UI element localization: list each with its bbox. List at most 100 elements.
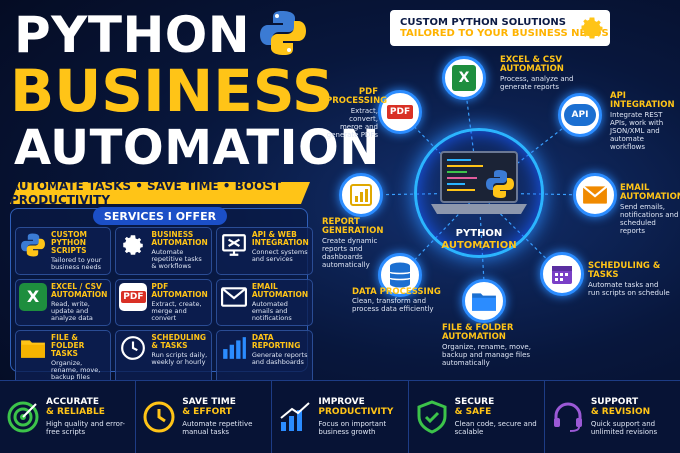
headset-icon xyxy=(553,402,582,432)
benefit-desc: High quality and error-free scripts xyxy=(46,419,125,436)
service-title-2: AUTOMATION xyxy=(51,289,108,299)
banner-line-1: CUSTOM PYTHON SOLUTIONS xyxy=(400,17,566,28)
service-title: CUSTOM PYTHON xyxy=(51,230,87,247)
shield-check-icon xyxy=(417,400,447,434)
benefit-title: IMPROVE xyxy=(318,397,365,408)
node-email xyxy=(573,173,617,217)
node-data-processing xyxy=(378,253,422,297)
title-automation: AUTOMATION xyxy=(14,120,380,176)
service-title: FILE & FOLDER xyxy=(51,333,85,350)
node-desc: Extract, convert, merge and generate PDF… xyxy=(326,106,378,139)
node-desc: Send emails, notifications and scheduled… xyxy=(620,202,679,235)
node-title: FILE & FOLDER AUTOMATION xyxy=(442,323,514,343)
solutions-banner: CUSTOM PYTHON SOLUTIONS TAILORED TO YOUR… xyxy=(390,10,610,46)
service-title-2: AUTOMATION xyxy=(251,289,309,299)
benefit-desc: Focus on important business growth xyxy=(318,419,387,436)
tools-monitor-icon xyxy=(220,231,248,259)
node-report xyxy=(339,173,383,217)
title-business: BUSINESS xyxy=(10,57,334,125)
envelope-icon xyxy=(582,185,608,204)
label-report: REPORT GENERATION Create dynamic reports… xyxy=(322,217,396,269)
service-title: EXCEL / CSV xyxy=(51,281,102,291)
folder-icon xyxy=(472,293,496,311)
excel-icon: X xyxy=(19,282,47,311)
service-title: SCHEDULING xyxy=(151,333,207,343)
benefit-desc: Clean code, secure and scalable xyxy=(454,419,537,436)
label-email: EMAIL AUTOMATION Send emails, notificati… xyxy=(620,183,680,235)
node-excel-csv: X xyxy=(442,56,486,100)
center-line-2: AUTOMATION xyxy=(441,239,517,251)
benefit-save-time: SAVE TIME& EFFORT Automate repetitive man… xyxy=(136,381,273,453)
python-logo-icon xyxy=(260,11,306,55)
node-desc: Integrate REST APIs, work with JSON/XML … xyxy=(610,110,664,151)
benefit-accurate: ACCURATE& RELIABLE High quality and error… xyxy=(0,381,137,453)
service-desc: Tailored to your business needs xyxy=(51,255,102,271)
service-desc: Automated emails and notifications xyxy=(251,299,292,322)
gear-icon xyxy=(119,231,147,259)
slogan-bar: AUTOMATE TASKS • SAVE TIME • BOOST PRODU… xyxy=(10,182,310,204)
node-title: DATA PROCESSING xyxy=(352,287,441,297)
title-python: PYTHON xyxy=(14,6,251,64)
service-title-2: AUTOMATION xyxy=(151,237,208,247)
service-desc: Automate repetitive tasks & workflows xyxy=(151,247,202,271)
service-desc: Run scripts daily, weekly or hourly xyxy=(151,350,208,366)
service-title-2: REPORTING xyxy=(251,340,301,350)
node-title: PDF PROCESSING xyxy=(326,87,388,107)
service-desc: Read, write, update and analyze data xyxy=(51,299,93,322)
service-title: EMAIL xyxy=(251,281,278,291)
excel-icon: X xyxy=(452,65,476,91)
calendar-icon xyxy=(552,266,572,284)
node-pdf: PDF xyxy=(378,90,422,134)
center-label: PYTHON AUTOMATION xyxy=(414,228,544,251)
benefit-desc: Automate repetitive manual tasks xyxy=(182,419,253,436)
label-pdf: PDF PROCESSING Extract, convert, merge a… xyxy=(326,87,388,139)
node-file-folder xyxy=(462,279,506,323)
laptop-icon xyxy=(431,151,527,214)
benefit-subtitle: & RELIABLE xyxy=(46,406,105,417)
service-title: API & WEB xyxy=(251,230,297,239)
benefit-title: SAVE TIME xyxy=(182,397,236,408)
growth-chart-icon xyxy=(280,402,311,431)
benefits-bar: ACCURATE& RELIABLE High quality and error… xyxy=(0,380,680,453)
service-desc: Connect systems and services xyxy=(251,247,308,263)
benefit-desc: Quick support and unlimited revisions xyxy=(590,419,658,436)
services-title: SERVICES I OFFER xyxy=(93,207,227,225)
report-chart-icon xyxy=(350,184,372,206)
label-excel-csv: EXCEL & CSV AUTOMATION Process, analyze … xyxy=(500,55,584,91)
benefit-subtitle: & REVISION xyxy=(590,406,651,417)
node-desc: Process, analyze and generate reports xyxy=(500,74,574,91)
bar-chart-icon xyxy=(220,334,248,362)
node-scheduling xyxy=(540,252,584,296)
label-scheduling: SCHEDULING & TASKS Automate tasks and ru… xyxy=(588,261,670,297)
node-desc: Organize, rename, move, backup and manag… xyxy=(442,342,531,367)
node-api: API xyxy=(558,93,602,137)
api-cloud-icon: API xyxy=(564,104,596,126)
envelope-icon xyxy=(220,283,248,311)
benefit-subtitle: & EFFORT xyxy=(182,406,232,417)
benefit-title: SECURE xyxy=(454,397,495,408)
benefit-title: ACCURATE xyxy=(46,397,99,408)
database-icon xyxy=(389,262,411,288)
node-title: EXCEL & CSV AUTOMATION xyxy=(500,55,564,75)
service-title-2: AUTOMATION xyxy=(151,289,208,299)
target-icon xyxy=(7,401,39,433)
banner-line-2: TAILORED TO YOUR BUSINESS NEEDS xyxy=(400,28,609,39)
label-file-folder: FILE & FOLDER AUTOMATION Organize, renam… xyxy=(442,323,542,367)
pdf-icon: PDF xyxy=(386,105,414,119)
service-title-2: & TASKS xyxy=(151,340,188,350)
node-title: EMAIL AUTOMATION xyxy=(620,183,680,203)
service-desc: Generate reports and dashboards xyxy=(251,350,308,366)
node-desc: Clean, transform and process data effici… xyxy=(352,297,434,314)
